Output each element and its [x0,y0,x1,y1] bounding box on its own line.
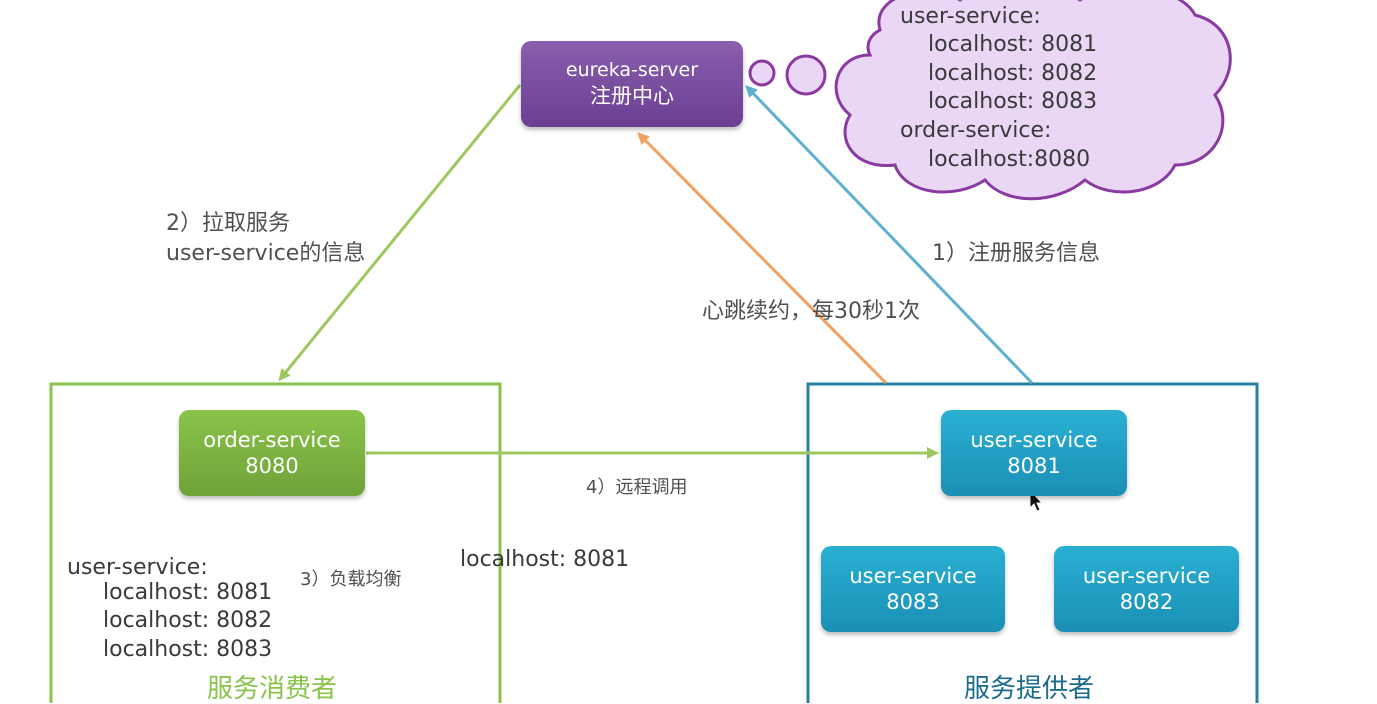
user-service-node-8081[interactable]: user-service 8081 [941,410,1127,496]
thought-bubble-medium [748,59,776,87]
register-arrow [745,85,1034,385]
consumer-list-8082: localhost: 8082 [103,608,273,633]
pull-service-arrow [278,84,522,382]
consumer-title: 服务消费者 [207,674,338,704]
chosen-instance-label: localhost: 8081 [460,547,630,572]
heartbeat-label: 心跳续约，每30秒1次 [702,299,920,324]
consumer-frame [49,382,502,703]
user-service-name: user-service [1082,563,1211,588]
user-service-name: user-service [970,427,1098,452]
consumer-list-user-service: user-service: [67,555,208,580]
remote-call-label: 4）远程调用 [586,477,688,498]
cache-line-8081: localhost: 8081 [928,32,1098,57]
user-service-node-8083[interactable]: user-service 8083 [821,546,1005,632]
provider-frame [806,382,1259,703]
user-service-name: user-service [849,563,977,588]
order-service-node[interactable]: order-service 8080 [179,410,365,496]
heartbeat-arrow [637,132,888,385]
user-service-port: 8082 [1119,590,1174,614]
provider-title: 服务提供者 [964,674,1095,704]
load-balance-label: 3）负载均衡 [300,569,402,590]
user-service-port: 8083 [886,590,940,614]
eureka-server-subtitle: 注册中心 [590,83,674,108]
cache-line-8083: localhost: 8083 [928,89,1098,114]
consumer-list-8081: localhost: 8081 [103,580,273,605]
user-service-port: 8081 [1007,454,1061,478]
cache-line-8080: localhost:8080 [928,147,1091,172]
cache-line-user-service: user-service: [900,4,1041,29]
order-service-name: order-service [203,427,341,452]
pull-step-label-2: user-service的信息 [166,241,366,266]
cache-line-8082: localhost: 8082 [928,61,1098,86]
order-service-port: 8080 [245,454,299,478]
cache-line-order-service: order-service: [900,118,1052,143]
register-step-label: 1）注册服务信息 [932,241,1100,266]
consumer-list-8083: localhost: 8083 [103,637,273,662]
user-service-node-8082[interactable]: user-service 8082 [1054,546,1239,632]
registry-cache-cloud [834,0,1232,201]
thought-bubble-large [785,54,827,96]
eureka-server-node[interactable]: eureka-server 注册中心 [521,41,743,127]
pull-step-label-1: 2）拉取服务 [166,211,290,236]
eureka-server-name: eureka-server [565,59,699,81]
